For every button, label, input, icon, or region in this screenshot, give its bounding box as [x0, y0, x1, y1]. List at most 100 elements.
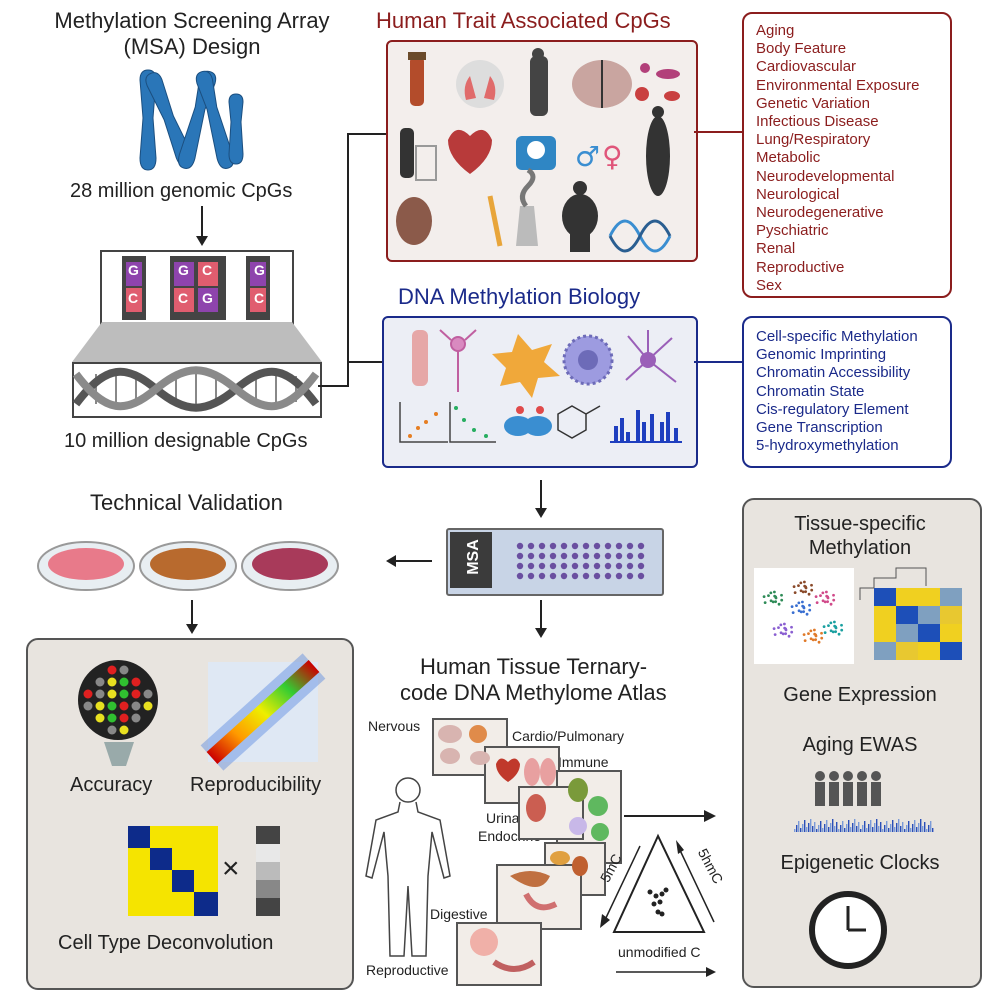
heatmap-cell: [940, 642, 962, 660]
tsne-dot: [807, 592, 811, 596]
accuracy-icon: [78, 660, 158, 766]
atlas-title: Human Tissue Ternary- code DNA Methylome…: [400, 654, 700, 706]
tissue-cardio-label: Cardio/Pulmonary: [512, 728, 625, 744]
tsne-dot: [799, 589, 803, 593]
manhattan-bar: [928, 825, 930, 832]
chip-dot: [527, 542, 535, 550]
manhattan-bar: [870, 820, 872, 832]
biology-title: DNA Methylation Biology: [398, 284, 641, 309]
manhattan-bar: [848, 820, 850, 832]
heatmap-cell: [940, 624, 962, 642]
chip-dot: [516, 542, 524, 550]
chip-dot: [538, 572, 546, 580]
accuracy-dot: [107, 713, 117, 723]
tsne-dot: [825, 590, 828, 594]
accuracy-dot: [83, 701, 93, 711]
manhattan-bar: [856, 826, 858, 832]
tsne-dot: [779, 623, 783, 627]
tsne-dot: [820, 636, 824, 640]
tsne-dot: [813, 628, 816, 632]
heatmap-cell: [874, 606, 896, 624]
chip-dot: [582, 552, 590, 560]
manhattan-bar: [886, 821, 888, 832]
manhattan-bar: [828, 827, 830, 832]
heatmap-cell: [918, 588, 940, 606]
trait-item: Cardiovascular: [756, 58, 857, 76]
tsne-dot: [799, 610, 803, 614]
heatmap-cell: [874, 624, 896, 642]
manhattan-bar: [916, 827, 918, 832]
probe-letter-g2: G: [178, 262, 189, 278]
manhattan-bar: [872, 827, 874, 832]
manhattan-bar: [912, 824, 914, 832]
accuracy-dot: [95, 701, 105, 711]
chip-dot: [637, 552, 645, 560]
chip-dot: [604, 572, 612, 580]
accuracy-dot: [83, 689, 93, 699]
tsne-dot: [826, 600, 830, 604]
tsne-dot: [809, 637, 813, 641]
chip-dot: [527, 572, 535, 580]
deconvolution-label: Cell Type Deconvolution: [58, 932, 274, 954]
chip-dot: [516, 552, 524, 560]
manhattan-bar: [926, 829, 928, 832]
tissue-reproductive-label: Reproductive: [366, 962, 449, 978]
manhattan-bar: [812, 826, 814, 832]
chip-dot: [538, 562, 546, 570]
manhattan-bar: [922, 826, 924, 832]
manhattan-bar: [810, 819, 812, 832]
biology-icons: [399, 329, 682, 443]
ternary-unmodified-label: unmodified C: [618, 944, 701, 960]
manhattan-bar: [838, 829, 840, 832]
heatmap-cell: [896, 642, 918, 660]
manhattan-bar: [920, 819, 922, 832]
tsne-dot: [833, 620, 836, 624]
probe-letter-c1: C: [128, 290, 139, 306]
chip-dot: [571, 572, 579, 580]
chip-dot: [582, 542, 590, 550]
designable-cpgs-label: 10 million designable CpGs: [64, 430, 308, 452]
chip-dot: [549, 562, 557, 570]
biology-item: Genomic Imprinting: [756, 346, 887, 364]
tsne-dot: [825, 594, 829, 598]
manhattan-bar: [904, 829, 906, 832]
pregnant-person-icon: [646, 116, 670, 196]
tsne-dot: [769, 591, 773, 595]
manhattan-bar: [820, 821, 822, 832]
tsne-dot: [832, 598, 836, 602]
manhattan-bar: [932, 828, 934, 832]
chip-dot: [604, 552, 612, 560]
manhattan-bar: [902, 822, 904, 832]
aging-ewas-label: Aging EWAS: [802, 734, 918, 756]
tsne-dot: [808, 603, 811, 607]
tsne-dot: [814, 638, 818, 642]
connector-bracket: [318, 133, 386, 387]
biology-item: Cis-regulatory Element: [756, 400, 909, 418]
gene-expression-label: Gene Expression: [783, 684, 937, 706]
heatmap-cell: [896, 606, 918, 624]
chip-dot: [516, 572, 524, 580]
arrow-down-4: [186, 600, 198, 634]
traits-connector: [694, 131, 742, 133]
manhattan-bar: [834, 826, 836, 832]
ternary-plot: [600, 833, 716, 977]
manhattan-bar: [880, 822, 882, 832]
chip-dot: [615, 542, 623, 550]
tsne-dot: [792, 585, 796, 589]
accuracy-dot: [119, 689, 129, 699]
scatter-plot-icon: [399, 402, 448, 443]
times-symbol: ×: [222, 852, 240, 885]
obese-person-icon: [562, 194, 598, 238]
chip-dot: [615, 572, 623, 580]
manhattan-bar: [884, 825, 886, 832]
clock-icon: [809, 891, 887, 969]
heatmap-cell: [874, 642, 896, 660]
chip-dot: [549, 552, 557, 560]
accuracy-dot: [131, 677, 141, 687]
chip-dot: [637, 542, 645, 550]
biology-item: 5-hydroxymethylation: [756, 437, 899, 455]
msa-chip-dots: [516, 542, 645, 580]
probe-letter-c4: C: [254, 290, 265, 306]
accuracy-dot: [95, 713, 105, 723]
tissue-nervous-label: Nervous: [368, 718, 421, 734]
